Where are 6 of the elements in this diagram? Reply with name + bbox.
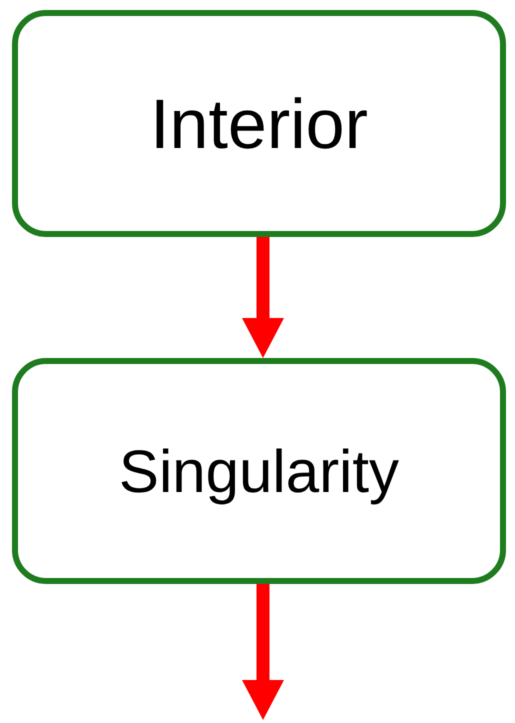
arrow	[242, 584, 284, 720]
box-label: Singularity	[118, 436, 400, 506]
box-label: Interior	[150, 84, 368, 164]
arrow	[242, 237, 284, 358]
rounded-box	[12, 10, 506, 237]
rounded-box	[12, 358, 506, 584]
